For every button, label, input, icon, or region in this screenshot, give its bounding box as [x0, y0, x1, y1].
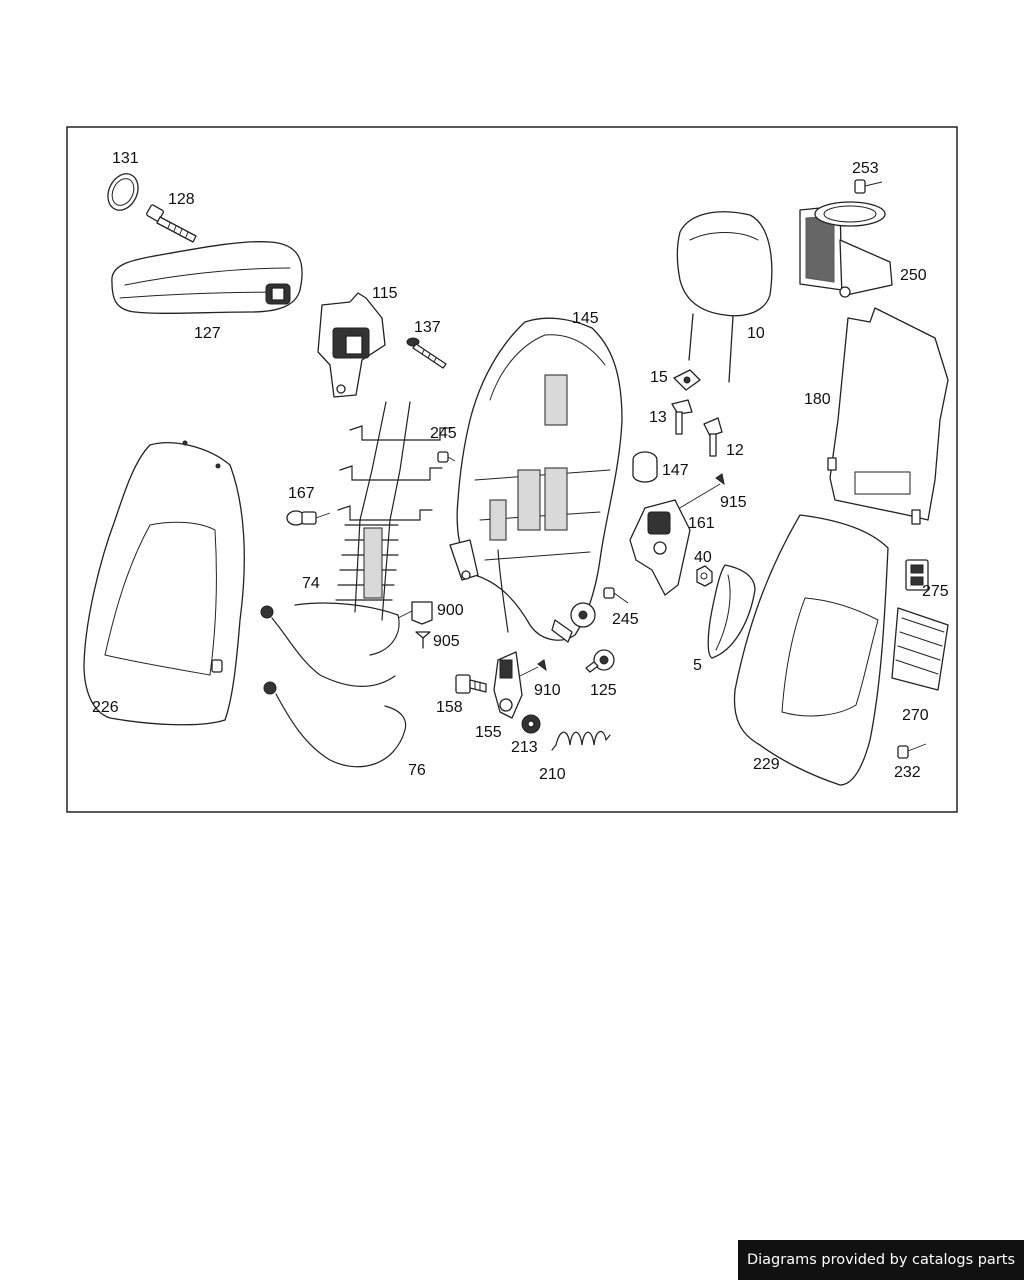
part-76-cable[interactable]	[260, 605, 407, 768]
callout-76: 76	[408, 762, 426, 779]
part-145-backrest-frame[interactable]	[449, 317, 623, 643]
callout-12: 12	[726, 442, 744, 459]
callout-213: 213	[511, 739, 538, 756]
part-115-bracket[interactable]	[317, 292, 386, 398]
callout-5: 5	[693, 657, 702, 674]
part-155-motor[interactable]	[493, 651, 523, 719]
callout-245-lower: 245	[612, 611, 639, 628]
diagram-frame	[66, 126, 958, 813]
part-128-bolt[interactable]	[146, 204, 197, 243]
part-905-bolt[interactable]	[415, 631, 431, 649]
callout-226: 226	[92, 699, 119, 716]
callout-145: 145	[572, 310, 599, 327]
callout-137: 137	[414, 319, 441, 336]
callout-125: 125	[590, 682, 617, 699]
callout-131: 131	[112, 150, 139, 167]
callout-915: 915	[720, 494, 747, 511]
part-275-switch[interactable]	[905, 559, 929, 591]
callout-13: 13	[649, 409, 667, 426]
callout-210: 210	[539, 766, 566, 783]
part-229-back-cover[interactable]	[733, 514, 889, 786]
part-245-screw-lower[interactable]	[603, 587, 629, 604]
callout-155: 155	[475, 724, 502, 741]
callout-74: 74	[302, 575, 320, 592]
part-131-seal[interactable]	[102, 169, 143, 215]
callout-127: 127	[194, 325, 221, 342]
callout-115: 115	[372, 285, 398, 302]
part-15-clip[interactable]	[673, 369, 701, 391]
callout-253: 253	[852, 160, 879, 177]
callout-905: 905	[433, 633, 460, 650]
part-900-connector[interactable]	[397, 601, 433, 625]
callout-275: 275	[922, 583, 949, 600]
callout-270: 270	[902, 707, 929, 724]
part-270-map-pocket[interactable]	[891, 607, 949, 691]
part-253-screw[interactable]	[854, 179, 883, 194]
part-232-clip[interactable]	[897, 743, 927, 759]
part-167-fastener[interactable]	[286, 510, 331, 526]
callout-147: 147	[662, 462, 689, 479]
part-158-bolt[interactable]	[455, 674, 487, 694]
callout-40: 40	[694, 549, 712, 566]
callout-10: 10	[747, 325, 765, 342]
part-125-bolt[interactable]	[585, 649, 615, 673]
part-226-backrest-cushion[interactable]	[83, 440, 245, 726]
part-213-gear[interactable]	[521, 714, 541, 734]
callout-229: 229	[753, 756, 780, 773]
callout-161: 161	[688, 515, 715, 532]
part-40-nut[interactable]	[696, 565, 713, 587]
callout-128: 128	[168, 191, 195, 208]
callout-167: 167	[288, 485, 315, 502]
part-250-cup-holder[interactable]	[799, 201, 893, 298]
part-245-screw-upper[interactable]	[437, 451, 456, 463]
part-210-spring[interactable]	[551, 731, 611, 751]
part-10-headrest[interactable]	[676, 211, 773, 383]
callout-910: 910	[534, 682, 561, 699]
callout-180: 180	[804, 391, 831, 408]
callout-245-upper: 245	[430, 425, 457, 442]
callout-15: 15	[650, 369, 668, 386]
part-180-back-panel[interactable]	[827, 307, 949, 525]
callout-900: 900	[437, 602, 464, 619]
part-12-guide[interactable]	[703, 417, 723, 457]
part-5-side-cover[interactable]	[707, 564, 756, 659]
callout-250: 250	[900, 267, 927, 284]
part-161-recliner[interactable]	[629, 499, 691, 596]
part-137-bolt[interactable]	[406, 337, 447, 369]
part-127-armrest[interactable]	[111, 241, 303, 314]
part-13-guide[interactable]	[671, 399, 693, 435]
callout-232: 232	[894, 764, 921, 781]
part-147-cap[interactable]	[632, 451, 658, 483]
part-74-lumbar-support[interactable]	[294, 401, 453, 656]
diagram-credit: Diagrams provided by catalogs parts	[738, 1240, 1024, 1280]
callout-158: 158	[436, 699, 463, 716]
